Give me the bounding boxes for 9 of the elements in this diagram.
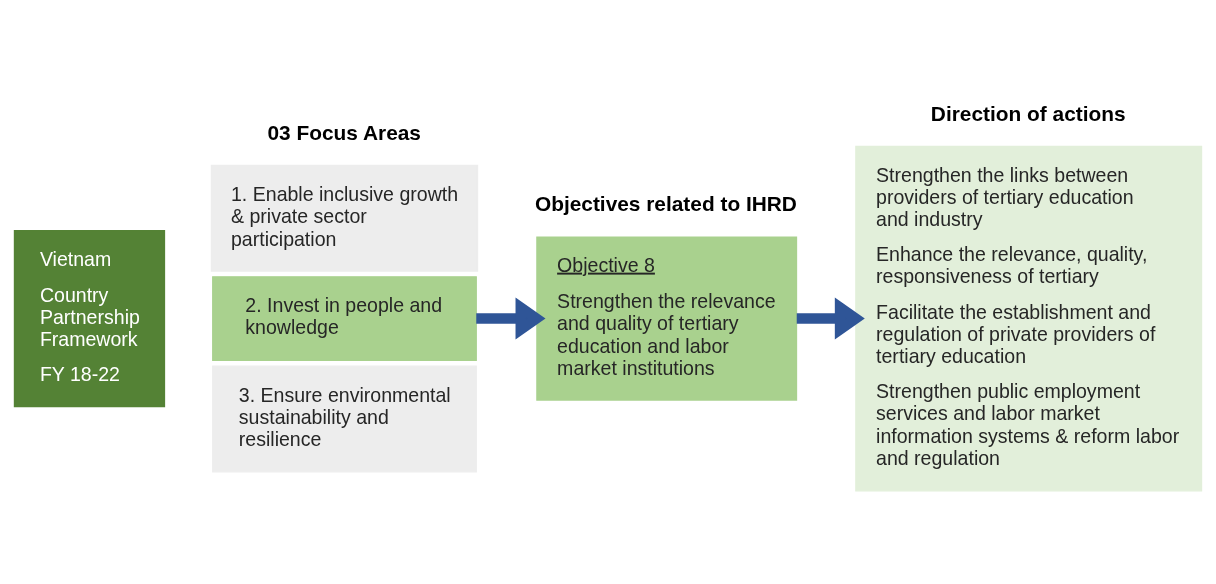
node-box: 2. Invest in people and knowledge [212,275,477,361]
label: Direction of actions [930,101,1126,125]
arrow [476,297,546,340]
node-box: Strengthen the links between providers of tertiary education and industry Enhance the relevance, quality, responsiveness of tertiary Facilitate the establishment and regulation of private providers of tertiary education Strengthen public employment services and labor market information systems & reform labor and regulation [855,145,1203,491]
arrow [796,297,865,340]
label: Objectives related to IHRD [534,191,797,215]
node-box: Vietnam Country Partnership Framework FY 18-22 [13,229,166,407]
node-box: Objective 8 Strengthen the relevance and quality of tertiary education and labor market institutions [536,235,798,401]
label: 03 Focus Areas [267,120,421,144]
